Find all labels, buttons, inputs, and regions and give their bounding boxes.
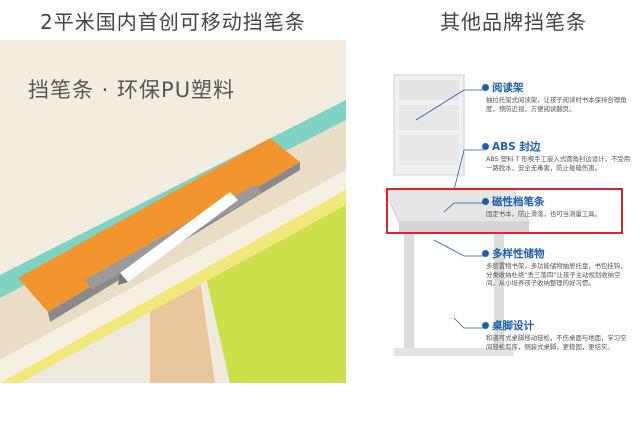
bullet-icon bbox=[482, 322, 489, 329]
product-photo: 挡笔条 · 环保PU塑料 bbox=[0, 40, 346, 383]
highlight-box bbox=[386, 188, 623, 234]
competitor-diagram: 阅读架 抽拉托架式阅读架，让孩子阅读时书本保持合理角度，预防近视，方便阅读翻页。… bbox=[354, 40, 640, 383]
title-right: 其他品牌挡笔条 bbox=[440, 10, 587, 34]
bullet-icon bbox=[482, 250, 489, 257]
feature-storage: 多样性储物 多层置物书架，多功能储物抽屉托盘，书包挂钩，分类收纳杜绝“丢三落四”… bbox=[482, 248, 632, 288]
photo-caption: 挡笔条 · 环保PU塑料 bbox=[28, 78, 236, 102]
bullet-icon bbox=[482, 143, 489, 150]
feature-abs-edge: ABS 封边 ABS 塑料 T 形楔手工嵌入式圆角封边设计，不受用一路脱水，安全… bbox=[482, 141, 632, 172]
feature-desk-legs: 桌脚设计 和道可式桌脚移动轻松，不伤桌面与地面，学习空间轻松有序，侧装式桌脚，更… bbox=[482, 320, 632, 351]
desk-diagram bbox=[383, 74, 530, 356]
feature-magnetic-pen-bar: 磁性档笔条 固定书本，防止滑落，也可当测量工具。 bbox=[482, 196, 632, 219]
desk-illustration bbox=[0, 40, 346, 383]
bullet-icon bbox=[482, 84, 489, 91]
title-left: 2平米国内首创可移动挡笔条 bbox=[40, 10, 306, 34]
feature-reading-stand: 阅读架 抽拉托架式阅读架，让孩子阅读时书本保持合理角度，预防近视，方便阅读翻页。 bbox=[482, 82, 632, 113]
bullet-icon bbox=[482, 198, 489, 205]
